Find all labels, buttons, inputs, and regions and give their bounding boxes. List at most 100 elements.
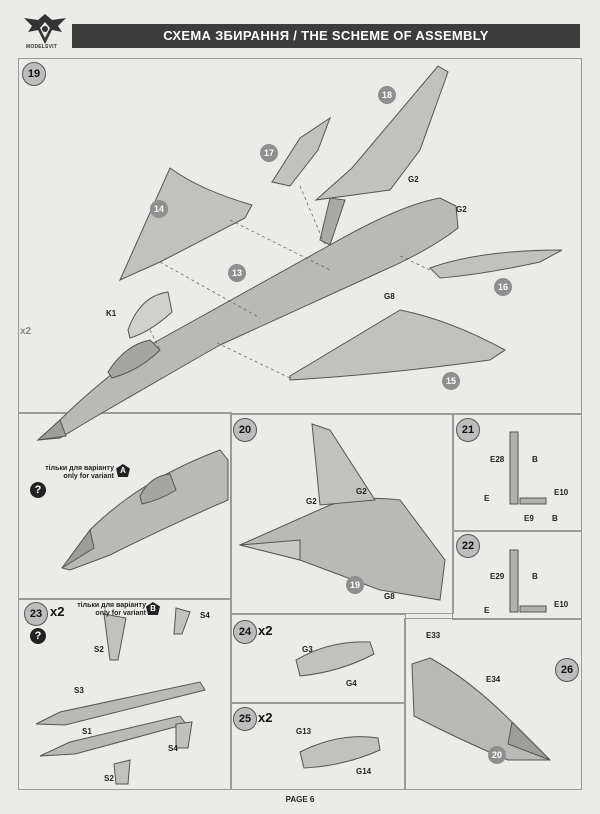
variant-a-badge: A — [116, 464, 130, 477]
variant-b-note: тільки для варіанту only for variant — [66, 602, 146, 618]
label-b-22: B — [532, 572, 538, 581]
variant-a-panel — [18, 412, 232, 600]
step-26-badge: 26 — [555, 658, 579, 682]
bracket-21-drawing — [519, 497, 547, 505]
logo-text: MODELSVIT — [26, 44, 57, 50]
step-21-badge: 21 — [456, 418, 480, 442]
label-g4: G4 — [346, 679, 357, 688]
label-e33: E33 — [426, 631, 441, 640]
label-g8: G8 — [384, 292, 395, 301]
step-24-panel — [230, 614, 406, 704]
step-26-panel — [404, 618, 582, 790]
vertical-fin-18-drawing — [314, 65, 449, 201]
label-g13: G13 — [296, 727, 312, 736]
brand-logo — [20, 10, 70, 56]
step-21-panel — [452, 414, 582, 532]
label-g2-a: G2 — [408, 175, 419, 184]
variant-a-note: тільки для варіанту only for variant — [24, 465, 114, 481]
label-e-21: E — [484, 494, 490, 503]
step-22-badge: 22 — [456, 534, 480, 558]
part-18-badge: 18 — [378, 86, 396, 104]
variant-b-badge: B — [146, 602, 160, 615]
label-s2-a: S2 — [94, 645, 104, 654]
stabilizer-16-drawing — [429, 249, 563, 279]
step-23-multiplier: x2 — [50, 604, 65, 619]
label-b-21b: B — [552, 514, 558, 523]
label-g3: G3 — [302, 645, 313, 654]
label-s4-a: S4 — [200, 611, 210, 620]
wing-14-drawing — [119, 167, 253, 281]
missile-23-drawing — [35, 681, 206, 726]
part-13-badge: 13 — [228, 264, 246, 282]
drop-tank-25-drawing — [299, 736, 381, 769]
tail-fin-drawing — [311, 423, 376, 506]
canopy-k1-drawing — [127, 291, 173, 339]
step-19-badge: 19 — [22, 62, 46, 86]
step-24-multiplier: x2 — [258, 623, 273, 638]
fin-s2-drawing — [103, 613, 127, 661]
variant-b-note-ua: тільки для варіанту — [77, 602, 146, 609]
label-g2-b: G2 — [456, 205, 467, 214]
label-g8-b: G8 — [384, 592, 395, 601]
left-margin-x2: x2 — [20, 326, 32, 337]
label-e10-a: E10 — [554, 488, 569, 497]
step-20-panel — [230, 414, 454, 614]
label-s2-b: S2 — [104, 774, 114, 783]
label-k1: K1 — [106, 309, 117, 318]
label-e28: E28 — [490, 455, 505, 464]
label-s1: S1 — [82, 727, 92, 736]
bracket-22-drawing — [519, 605, 547, 613]
variant-a-nose-cone — [61, 528, 95, 569]
label-e10-b: E10 — [554, 600, 569, 609]
step-23-badge: 23 — [24, 602, 48, 626]
page-title: СХЕМА ЗБИРАННЯ / THE SCHEME OF ASSEMBLY — [163, 28, 489, 43]
fin-s2b-drawing — [113, 759, 131, 785]
step-25-panel — [230, 702, 406, 790]
label-e29: E29 — [490, 572, 505, 581]
label-e34: E34 — [486, 675, 501, 684]
missile-rail-22-drawing — [509, 549, 519, 613]
step-25-badge: 25 — [233, 707, 257, 731]
variant-a-note-en: only for variant — [63, 473, 114, 480]
step-22-panel — [452, 530, 582, 620]
missile-23b-drawing — [39, 715, 187, 757]
part-14-badge: 14 — [150, 200, 168, 218]
assembly-guides — [149, 185, 431, 379]
label-e-22: E — [484, 606, 490, 615]
label-g2-d: G2 — [356, 487, 367, 496]
page-number: PAGE 6 — [285, 795, 315, 804]
part-20-badge: 20 — [488, 746, 506, 764]
fin-s4b-drawing — [175, 721, 193, 749]
step-23-panel — [18, 598, 232, 790]
wing-15-drawing — [289, 309, 506, 381]
step-20-badge: 20 — [233, 418, 257, 442]
variant-a-cockpit — [139, 473, 177, 505]
question-mark-icon-a: ? — [30, 482, 46, 498]
nose-cone-drawing — [36, 419, 67, 441]
label-s3: S3 — [74, 686, 84, 695]
missile-rail-21-drawing — [509, 431, 519, 505]
drop-tank-24-drawing — [295, 641, 375, 677]
part-19-badge: 19 — [346, 576, 364, 594]
label-s4-b: S4 — [168, 744, 178, 753]
nose-26-cone — [507, 720, 551, 761]
step-19-panel — [18, 58, 582, 414]
variant-a-note-ua: тільки для варіанту — [45, 465, 114, 472]
variant-b-note-en: only for variant — [95, 610, 146, 617]
header-bar: СХЕМА ЗБИРАННЯ / THE SCHEME OF ASSEMBLY — [72, 24, 580, 48]
part-16-badge: 16 — [494, 278, 512, 296]
fin-s4-drawing — [173, 607, 191, 635]
winged-shield-logo-icon — [24, 14, 66, 44]
variant-a-nose-drawing — [61, 449, 229, 571]
label-g2-c: G2 — [306, 497, 317, 506]
step-24-badge: 24 — [233, 620, 257, 644]
step-25-multiplier: x2 — [258, 710, 273, 725]
part-17-badge: 17 — [260, 144, 278, 162]
label-b-21: B — [532, 455, 538, 464]
tail-stabilizer-drawing — [239, 539, 301, 561]
label-e9-a: E9 — [524, 514, 534, 523]
part-15-badge: 15 — [442, 372, 460, 390]
question-mark-icon-b: ? — [30, 628, 46, 644]
